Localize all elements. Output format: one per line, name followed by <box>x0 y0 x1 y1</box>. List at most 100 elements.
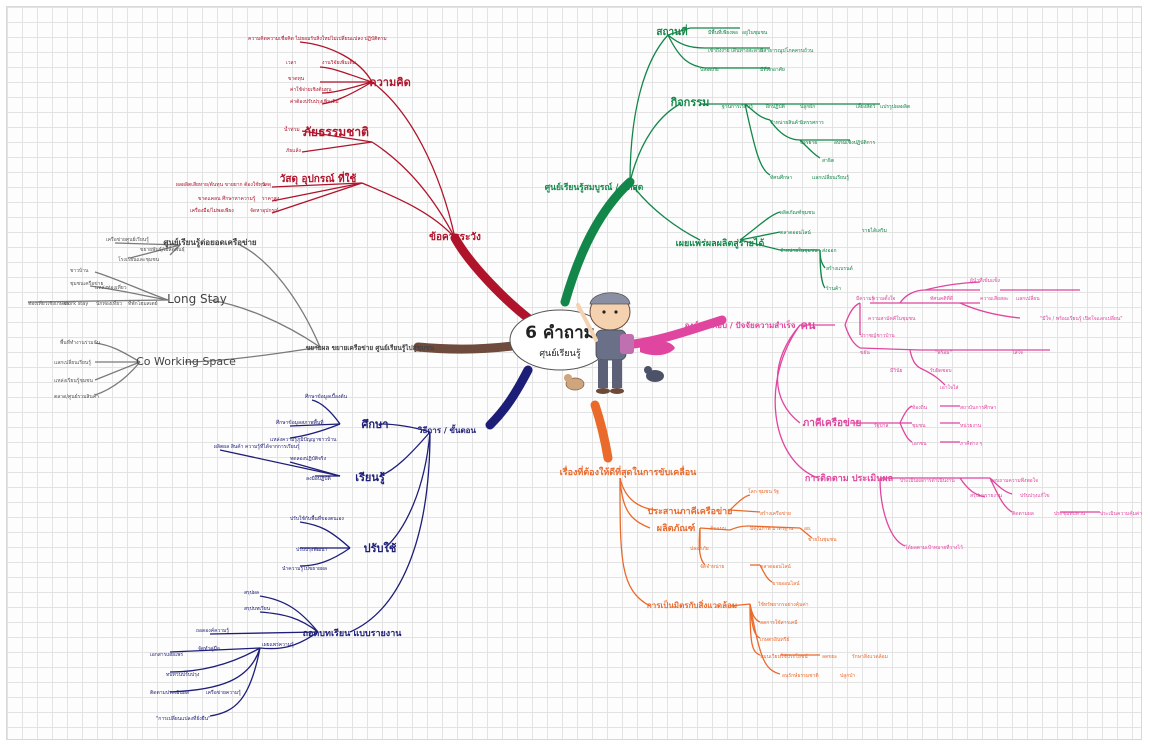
cat-head <box>644 366 652 374</box>
pink-item: ติดตามผล <box>1012 510 1034 517</box>
green-item: จำหน่ายสินค้า <box>770 119 801 126</box>
pink-sub1-label: คน <box>801 319 816 332</box>
orange-item: ลดการใช้สารเคมี <box>760 619 798 626</box>
navy-sub4-label: ถอดบทเรียน แบบรายงาน <box>303 628 403 639</box>
green-main-label: ศูนย์เรียนรู้สมบูรณ์ / ดีที่สุด <box>545 180 644 193</box>
pink-main-label: องค์ประกอบ / ปัจจัยความสำเร็จ <box>685 319 796 330</box>
pink-item: ความตั้งใจ <box>872 293 895 302</box>
orange-item: ปลูกป่า <box>840 673 855 679</box>
orange-main-label: เรื่องที่ต้องให้ดีที่สุดในการขับเคลื่อน <box>560 465 697 478</box>
navy-item: ทดลองปฏิบัติจริง <box>290 455 327 462</box>
navy-item: ลงมือปฏิบัติ <box>306 475 331 482</box>
red-item: ภัยแล้ง <box>286 147 302 154</box>
green-sub1-label: สถานที่ <box>656 24 688 38</box>
red-item: เครื่องมือ/ไม่พอเพียง <box>190 207 234 214</box>
character-eye <box>614 310 618 314</box>
gray-sub2-label: Long Stay <box>167 292 227 306</box>
pink-branch <box>774 281 1100 547</box>
green-item: ทัศนศึกษา <box>770 174 792 181</box>
pink-sub2-label: ภาคีเครือข่าย <box>803 417 862 429</box>
gray-item: นักท่องเที่ยว <box>96 300 122 307</box>
red-sub2-label: ภัยธรรมชาติ <box>303 125 369 139</box>
green-item: มีพื้นที่เพียงพอ <box>708 27 738 36</box>
navy-item: ถอดองค์ความรู้ <box>196 627 229 634</box>
red-item: จัดหาอุปกรณ์ <box>250 207 279 214</box>
branch-gray-main <box>413 341 517 354</box>
pink-item: ปราชญ์ชาวบ้าน <box>860 332 895 339</box>
character-arm <box>576 303 598 342</box>
pink-item: ประชุมทบทวน <box>1054 511 1086 517</box>
green-sub2-label: กิจกรรม <box>670 96 709 109</box>
green-item: เลี้ยงสัตว์ <box>856 101 875 110</box>
branch-orange-main <box>590 400 613 463</box>
green-item: สาธิต <box>822 157 834 164</box>
navy-item: ทบทวนปรับปรุง <box>166 672 200 678</box>
pink-sub3-label: การติดตาม ประเมินผล <box>805 473 893 484</box>
green-item: มีสาธารณูปโภคครบถ้วน <box>760 47 814 54</box>
orange-item: สร้างเครือข่าย <box>760 510 791 517</box>
pink-item: หน่วยงาน <box>960 423 982 429</box>
navy-item: จัดทำคู่มือ <box>198 645 220 652</box>
pink-item: ความสามัคคีในชุมชน <box>868 315 916 322</box>
green-item: สร้างแบรนด์ <box>826 265 853 272</box>
gray-item: ท่องเที่ยวเชิงเกษตร <box>28 300 69 307</box>
red-item: เวลา <box>286 60 297 66</box>
character-leg <box>598 360 608 388</box>
center-node: 6 คำถาม ศุนย์เรียนรู้ <box>509 309 611 371</box>
navy-item: เครือข่ายความรู้ <box>206 689 241 696</box>
navy-item: แหล่งความรู้ภูมิปัญญาชาวบ้าน <box>270 436 337 443</box>
pink-item: สรุปผลรายงาน <box>970 493 1003 499</box>
green-item: นิทรรศการ <box>800 119 824 126</box>
navy-item: ศึกษาข้อมูลสภาพพื้นที่ <box>276 417 324 426</box>
orange-item: หมุนเวียนใช้ประโยชน์ <box>760 653 808 660</box>
gray-item: ขยายพันธุ์/เมล็ดพันธุ์ <box>140 245 185 253</box>
pink-item: ท้องถิ่น <box>912 404 928 411</box>
green-item: ฝึกปฏิบัติ <box>765 103 785 110</box>
navy-item: ปรับใช้กับพื้นที่ของตนเอง <box>290 513 344 522</box>
orange-item: มีคุณภาพ มาตรฐาน <box>750 525 794 532</box>
red-item: ขาดแคลน ศึกษาหาความรู้ <box>198 195 256 202</box>
gray-sub1-label: ศูนย์เรียนรู้ต่อยอดเครือข่าย <box>163 237 257 248</box>
green-item: มีที่พักอาศัย <box>760 66 785 73</box>
pink-item: แลกเปลี่ยน <box>1016 295 1040 302</box>
navy-item: ศึกษาข้อมูลเบื้องต้น <box>305 391 348 400</box>
gray-item: ตลาด/ศูนย์รวมสินค้า <box>54 393 99 400</box>
orange-item: ต้นแบบ <box>710 525 726 532</box>
gray-branch <box>27 242 321 396</box>
gray-item: แหล่งท่องเที่ยว <box>95 284 127 291</box>
red-item: ค่าใช้จ่ายเชิงต้นทุน <box>290 86 332 93</box>
pink-item: สถาบันการศึกษา <box>960 404 996 411</box>
navy-item: เอกสารเผยแพร่ <box>150 652 183 658</box>
red-item: วัสดุ <box>262 182 271 188</box>
pink-item: ขยัน <box>860 350 870 356</box>
gray-item: พื้นที่ทำงานร่วมกัน <box>60 337 101 346</box>
gray-sub3-label: Co Working Space <box>136 355 236 368</box>
green-item: อบรมเชิงปฏิบัติการ <box>834 139 875 146</box>
dog-head <box>564 374 572 382</box>
navy-item: เผยแพร่ความรู้ <box>262 641 294 648</box>
center-title: 6 คำถาม <box>525 323 595 343</box>
gray-item: work stay <box>64 301 88 307</box>
red-item: ผลผลิตเสียหาย/ต้นทุน ขายยาก ต้องใช้ทุน <box>176 181 266 188</box>
orange-item: อย. <box>804 526 812 532</box>
green-item: ฐานการเรียนรู้ <box>722 103 753 110</box>
orange-item: ตลาดออนไลน์ <box>760 563 791 570</box>
pink-item: รับผิดชอบ <box>930 367 952 374</box>
green-item: ส่งออก <box>822 248 837 254</box>
pink-item: ได้ผลตามเป้าหมายที่วางไว้ <box>904 544 963 551</box>
character-foot <box>610 388 624 394</box>
orange-sub2-label: ผลิตภัณฑ์ <box>657 522 695 534</box>
pink-item: ใส่ใจ <box>1012 349 1023 356</box>
character-leg <box>612 360 622 388</box>
orange-item: จัดจำหน่าย <box>700 564 724 570</box>
green-item: แปรรูปผลผลิต <box>880 103 910 110</box>
pink-item: สอบถามความพึงพอใจ <box>990 477 1038 484</box>
pink-item: ชุมชน <box>912 423 926 429</box>
pink-item: "พร้อม" <box>935 349 952 356</box>
character-eye <box>602 310 606 314</box>
gray-item: แหล่งเรียนรู้ชุมชน <box>54 377 94 384</box>
red-item: งานวิจัยเพิ่มเติม <box>322 59 356 66</box>
red-sub3-label: วัสดุ อุปกรณ์ ที่ใช้ <box>280 171 357 185</box>
gray-main-label: ขยายผล ขยายเครือข่าย ศูนย์เรียนรู้ไปสู่ช… <box>306 343 435 353</box>
